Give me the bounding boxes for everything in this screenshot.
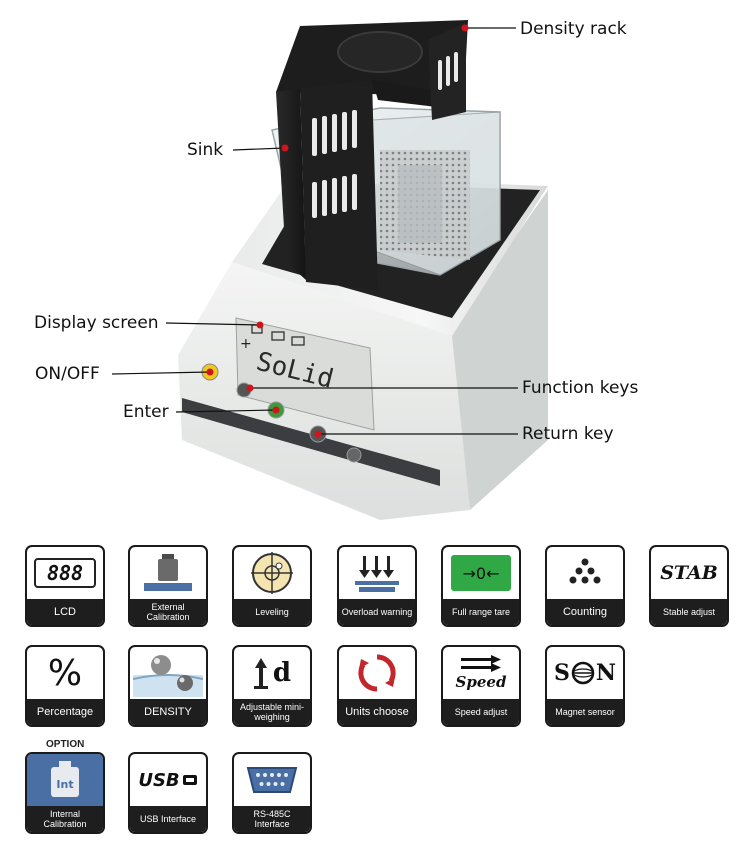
feature-label: Magnet sensor	[547, 699, 623, 725]
on-off-label: ON/OFF	[35, 364, 100, 384]
feature-tile-adjustable-mini-weighing: d Adjustable mini-weighing	[232, 645, 312, 727]
return-key-label: Return key	[522, 424, 614, 444]
overload-arrows-icon	[339, 547, 415, 599]
internal-weight-text: Int	[56, 778, 73, 791]
feature-tile-speed-adjust: Speed Speed adjust	[441, 645, 521, 727]
feature-label: Speed adjust	[443, 699, 519, 725]
feature-label: DENSITY	[130, 699, 206, 725]
feature-label: Leveling	[234, 599, 310, 625]
function-keys-label: Function keys	[522, 378, 639, 398]
stab-text-icon: STAB	[660, 562, 718, 584]
function-key-2	[346, 447, 362, 463]
units-cycle-icon	[339, 647, 415, 699]
percent-icon: %	[47, 652, 83, 694]
density-rack-label: Density rack	[520, 19, 627, 39]
density-balance-illustration: + SoLid	[111, 20, 548, 520]
svg-text:+: +	[240, 336, 252, 352]
leveling-bubble-icon	[234, 547, 310, 599]
feature-label: Stable adjust	[651, 599, 727, 625]
feature-tile-internal-calibration: Int Internal Calibration	[25, 752, 105, 834]
calibration-weight-icon	[130, 547, 206, 599]
option-label: OPTION	[46, 739, 85, 750]
feature-label: Units choose	[339, 699, 415, 725]
feature-label: USB Interface	[130, 806, 206, 832]
lcd-display: + SoLid	[235, 317, 375, 431]
feature-tile-stable-adjust: STAB Stable adjust	[649, 545, 729, 627]
magnet-icon: S N	[554, 660, 616, 686]
rs485-port-icon	[234, 754, 310, 806]
feature-label: Full range tare	[443, 599, 519, 625]
feature-tile-overload-warning: Overload warning	[337, 545, 417, 627]
callout-lines	[111, 27, 518, 435]
feature-label: RS-485C Interface	[234, 806, 310, 832]
mini-weighing-icon: d	[234, 647, 310, 699]
feature-tile-percentage: % Percentage	[25, 645, 105, 727]
feature-label: External Calibration	[130, 599, 206, 625]
feature-label: Percentage	[27, 699, 103, 725]
sink-label: Sink	[187, 140, 224, 160]
feature-label: Overload warning	[339, 599, 415, 625]
callout-dots	[206, 24, 469, 438]
internal-weight-icon: Int	[27, 754, 103, 806]
lcd-digits-icon: 888	[27, 547, 103, 599]
keypad-strip	[182, 398, 440, 486]
feature-tile-external-calibration: External Calibration	[128, 545, 208, 627]
counting-dots-icon	[547, 547, 623, 599]
feature-tile-usb-interface: USB USB Interface	[128, 752, 208, 834]
enter-label: Enter	[123, 402, 169, 422]
feature-tile-rs485c-interface: RS-485C Interface	[232, 752, 312, 834]
feature-tile-full-range-tare: →0← Full range tare	[441, 545, 521, 627]
feature-label: Internal Calibration	[27, 806, 103, 832]
zero-tare-icon: →0←	[443, 547, 519, 599]
display-screen-label: Display screen	[34, 313, 159, 333]
feature-label: LCD	[27, 599, 103, 625]
density-spheres-icon	[130, 647, 206, 699]
feature-label: Counting	[547, 599, 623, 625]
feature-tile-lcd: 888 LCD	[25, 545, 105, 627]
feature-tile-units-choose: Units choose	[337, 645, 417, 727]
feature-tile-density: DENSITY	[128, 645, 208, 727]
density-rack	[276, 20, 468, 290]
feature-tile-magnet-sensor: S N Magnet sensor	[545, 645, 625, 727]
feature-tile-counting: Counting	[545, 545, 625, 627]
feature-label: Adjustable mini-weighing	[234, 699, 310, 725]
feature-tile-leveling: Leveling	[232, 545, 312, 627]
speed-arrows-icon: Speed	[443, 647, 519, 699]
usb-icon: USB	[130, 754, 206, 806]
